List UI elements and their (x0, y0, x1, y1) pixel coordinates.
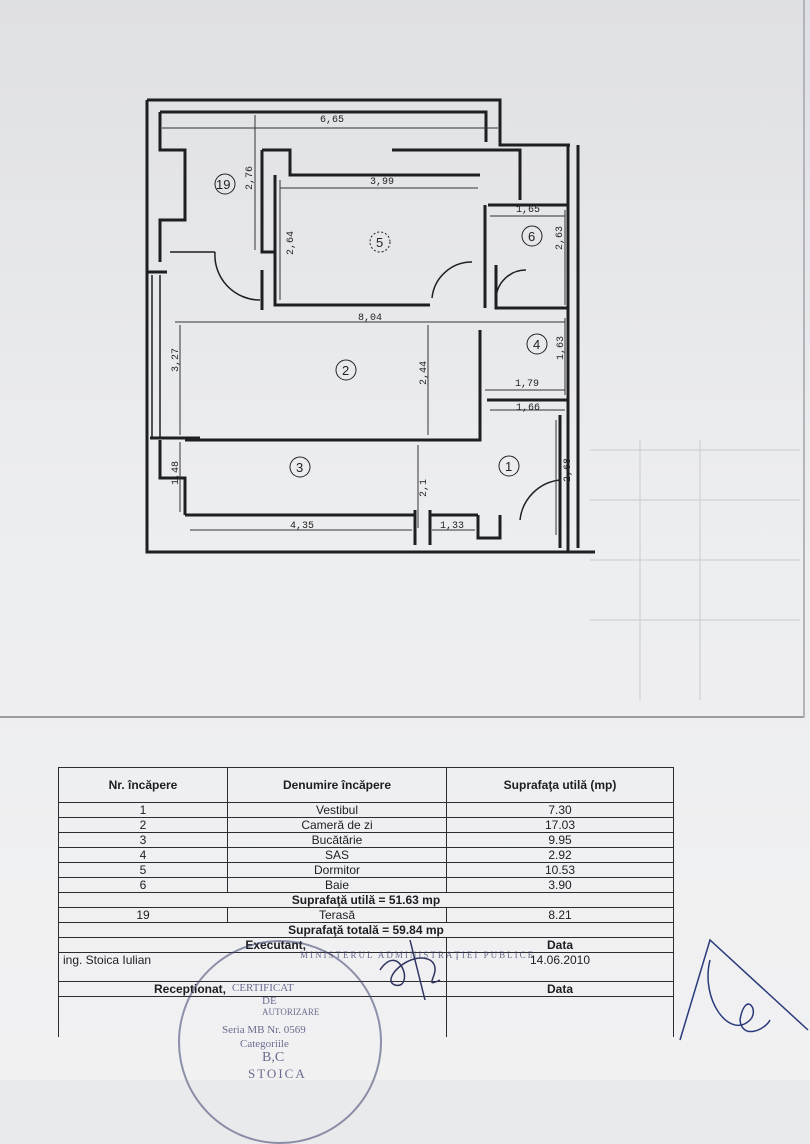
cell: 8.21 (446, 907, 674, 923)
date-value: 14.06.2010 (446, 952, 674, 982)
table-header: Nr. încăpere (58, 767, 228, 803)
stamp-text: AUTORIZARE (262, 1007, 320, 1017)
room-marker-circle (369, 231, 391, 253)
cell: 4 (58, 847, 228, 863)
room-markers: 19 5 6 4 2 3 1 (214, 173, 548, 478)
dim-label: 1,79 (515, 379, 539, 390)
cell: 7.30 (446, 802, 674, 818)
cell: SAS (227, 847, 447, 863)
room-marker-circle (521, 225, 543, 247)
stamp-text: CERTIFICAT (232, 982, 294, 994)
dim-label: 1,66 (516, 403, 540, 414)
stamp-text: STOICA (248, 1066, 307, 1081)
total-row: Suprafaţă totală = 59.84 mp (58, 922, 674, 938)
room-number: 1 (505, 459, 512, 474)
room-marker-circle (335, 359, 357, 381)
date-label-2: Data (446, 981, 674, 997)
room-number: 6 (528, 229, 535, 244)
cell: Terasă (227, 907, 447, 923)
room-number: 5 (376, 235, 383, 250)
walls (145, 98, 595, 554)
dimension-labels: 6,65 3,99 2,76 2,64 1,65 2,63 8,04 3,27 … (171, 115, 574, 532)
stamp-text: Seria MB Nr. 0569 (222, 1024, 306, 1036)
stamp-text: Categoriile (240, 1038, 289, 1050)
dim-label: 2,76 (245, 166, 256, 190)
dim-label: 4,35 (290, 521, 314, 532)
room-marker-circle (289, 456, 311, 478)
table-header: Suprafaţa utilă (mp) (446, 767, 674, 803)
dimension-lines (162, 115, 566, 535)
dim-label: 6,65 (320, 115, 344, 126)
dim-label: 1,48 (171, 461, 182, 485)
useful-total-row: Suprafaţă utilă = 51.63 mp (58, 892, 674, 908)
stamp-ring-text: MINISTERUL ADMINISTRAŢIEI PUBLICE (300, 950, 536, 960)
cell: 3 (58, 832, 228, 848)
dim-label: 2,68 (563, 458, 574, 482)
cell: Baie (227, 877, 447, 893)
dim-label: 1,63 (556, 336, 567, 360)
dim-label: 2,44 (419, 361, 430, 385)
page-fold-line (0, 716, 805, 718)
dim-label: 2,63 (555, 226, 566, 250)
total-area: Suprafaţă totală = 59.84 mp (58, 922, 674, 938)
room-number: 19 (216, 177, 230, 192)
cell: 6 (58, 877, 228, 893)
room-marker-circle (214, 173, 236, 195)
page-edge-line (803, 0, 805, 718)
room-number: 3 (296, 460, 303, 475)
dim-label: 3,27 (171, 348, 182, 372)
dim-label: 3,99 (370, 177, 394, 188)
table-header-row: Nr. încăpere Denumire încăpere Suprafaţa… (58, 767, 674, 803)
cell: 3.90 (446, 877, 674, 893)
stamp-text: DE (262, 995, 277, 1007)
signature (379, 939, 441, 1001)
room-marker-circle (526, 333, 548, 355)
stamp-text: B,C (262, 1050, 285, 1065)
room-marker-circle (498, 455, 520, 477)
dim-label: 2,64 (286, 231, 297, 255)
background-grid (590, 440, 800, 700)
cell: Cameră de zi (227, 817, 447, 833)
cell: Dormitor (227, 862, 447, 878)
cell: 19 (58, 907, 228, 923)
cell: 2 (58, 817, 228, 833)
cell: 1 (58, 802, 228, 818)
dim-label: 1,65 (516, 205, 540, 216)
second-signature (679, 938, 809, 1041)
floor-plan: 6,65 3,99 2,76 2,64 1,65 2,63 8,04 3,27 … (145, 98, 800, 700)
cell: 17.03 (446, 817, 674, 833)
useful-total: Suprafaţă utilă = 51.63 mp (58, 892, 674, 908)
door-swings (150, 251, 561, 521)
cell: Vestibul (227, 802, 447, 818)
room-number: 4 (533, 337, 540, 352)
dim-label: 1,33 (440, 521, 464, 532)
table-header: Denumire încăpere (227, 767, 447, 803)
cell: 2.92 (446, 847, 674, 863)
cell (446, 996, 674, 1037)
room-number: 2 (342, 363, 349, 378)
cell: Bucătărie (227, 832, 447, 848)
cell: 9.95 (446, 832, 674, 848)
cell: 5 (58, 862, 228, 878)
dim-label: 8,04 (358, 313, 382, 324)
dim-label: 2,1 (419, 479, 430, 497)
cell: 10.53 (446, 862, 674, 878)
